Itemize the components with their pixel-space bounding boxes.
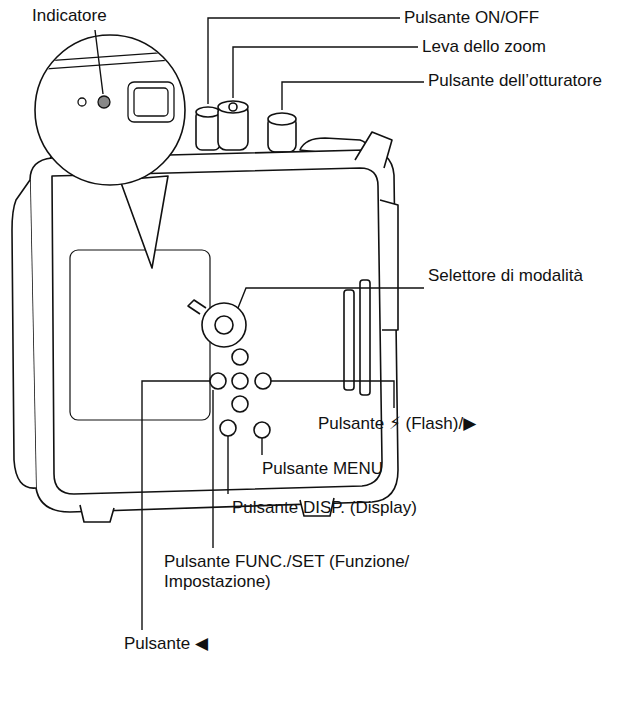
leader-line xyxy=(261,438,262,455)
latch xyxy=(344,290,354,390)
case-left-side xyxy=(12,180,36,488)
latch xyxy=(360,280,370,395)
menu-button-label: Pulsante MENU xyxy=(262,459,512,479)
magnifier-circle xyxy=(35,35,185,185)
zoom-lever-label: Leva dello zoom xyxy=(422,37,632,57)
leader-line xyxy=(142,381,210,630)
case-edge-detail xyxy=(30,50,200,62)
display-button-label: Pulsante DISP. (Display) xyxy=(232,498,532,518)
viewfinder-inner xyxy=(134,88,168,116)
magnifier-pointer xyxy=(120,176,168,268)
func-set-button xyxy=(232,373,248,389)
indicator-lamp xyxy=(98,96,110,108)
leader-line xyxy=(227,436,228,494)
left-button xyxy=(210,373,226,389)
case-edge-detail xyxy=(30,58,200,70)
on-off-button-top xyxy=(196,107,220,117)
down-button xyxy=(232,396,248,412)
leader-line xyxy=(238,288,424,308)
flash-button-label: Pulsante ⚡ (Flash)/▶ xyxy=(318,414,634,434)
mode-dial-label: Selettore di modalità xyxy=(428,266,628,286)
menu-button xyxy=(254,422,270,438)
leader-line xyxy=(271,381,394,408)
leader-line xyxy=(95,30,103,94)
viewfinder xyxy=(128,82,174,122)
zoom-lever-center xyxy=(229,103,237,111)
leader-line xyxy=(208,18,400,104)
power-button-label: Pulsante ON/OFF xyxy=(404,8,634,28)
leader-line xyxy=(233,47,418,98)
strap-lug xyxy=(355,132,392,168)
zoom-lever-top xyxy=(218,101,248,113)
indicator-label: Indicatore xyxy=(32,6,192,26)
case-body xyxy=(30,150,398,512)
mode-dial-center xyxy=(215,316,233,334)
lcd-window xyxy=(70,250,210,420)
shutter-button-top xyxy=(268,113,296,125)
left-button-label: Pulsante ◀ xyxy=(124,634,324,654)
disp-button xyxy=(220,420,236,436)
mode-dial-tab xyxy=(188,300,206,314)
small-hole xyxy=(78,98,86,106)
case-back-frame xyxy=(52,168,382,494)
up-button xyxy=(232,349,248,365)
leader-line xyxy=(212,390,213,548)
func-set-button-label: Pulsante FUNC./SET (Funzione/ Impostazio… xyxy=(164,552,464,592)
hinge xyxy=(380,200,398,330)
leader-line xyxy=(282,82,424,110)
mode-dial xyxy=(202,303,246,347)
case-foot xyxy=(80,505,114,522)
flash-right-button xyxy=(255,373,271,389)
shutter-button-label: Pulsante dell’otturatore xyxy=(428,71,628,91)
